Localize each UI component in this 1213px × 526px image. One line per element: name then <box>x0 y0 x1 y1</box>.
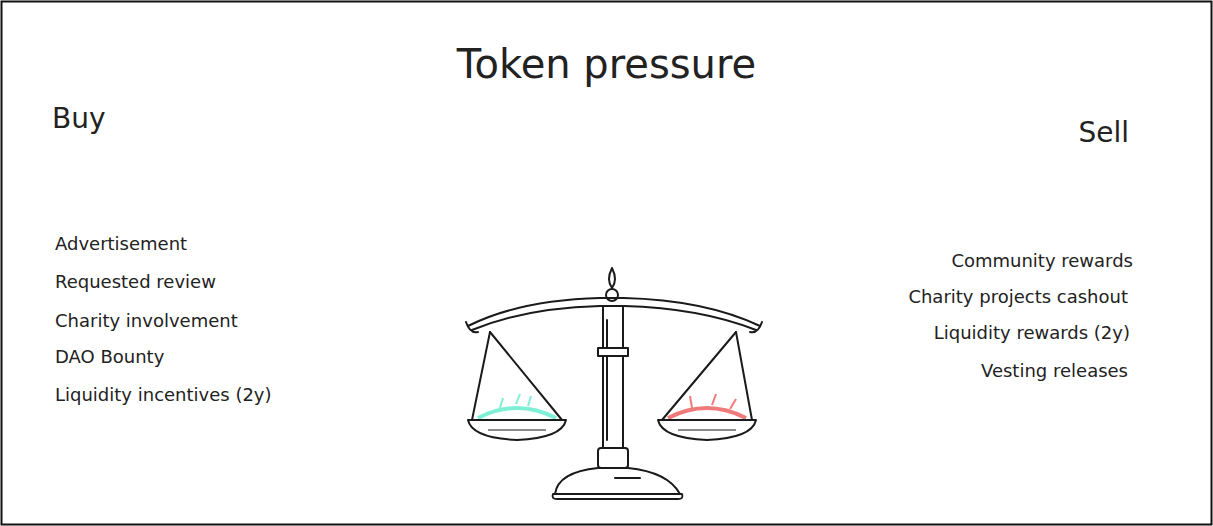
buy-factor: DAO Bounty <box>55 347 164 367</box>
buy-factor: Requested review <box>55 272 216 292</box>
column-heading: Buy <box>52 104 106 135</box>
scale-pans <box>468 420 756 440</box>
diagram-title: Token pressure <box>0 42 1213 86</box>
buy-factor: Liquidity incentives (2y) <box>55 385 272 405</box>
sell-factor: Community rewards <box>951 251 1133 271</box>
sell-factor: Liquidity rewards (2y) <box>934 323 1130 343</box>
buy-factor: Charity involvement <box>55 311 238 331</box>
sell-factor: Vesting releases <box>981 361 1128 381</box>
sell-factor: Charity projects cashout <box>908 287 1128 307</box>
sell-pan-load <box>668 394 746 418</box>
balance-scale <box>466 268 762 499</box>
buy-pan-load <box>478 394 556 418</box>
column-heading: Sell <box>1078 118 1129 149</box>
buy-factor: Advertisement <box>55 234 187 254</box>
